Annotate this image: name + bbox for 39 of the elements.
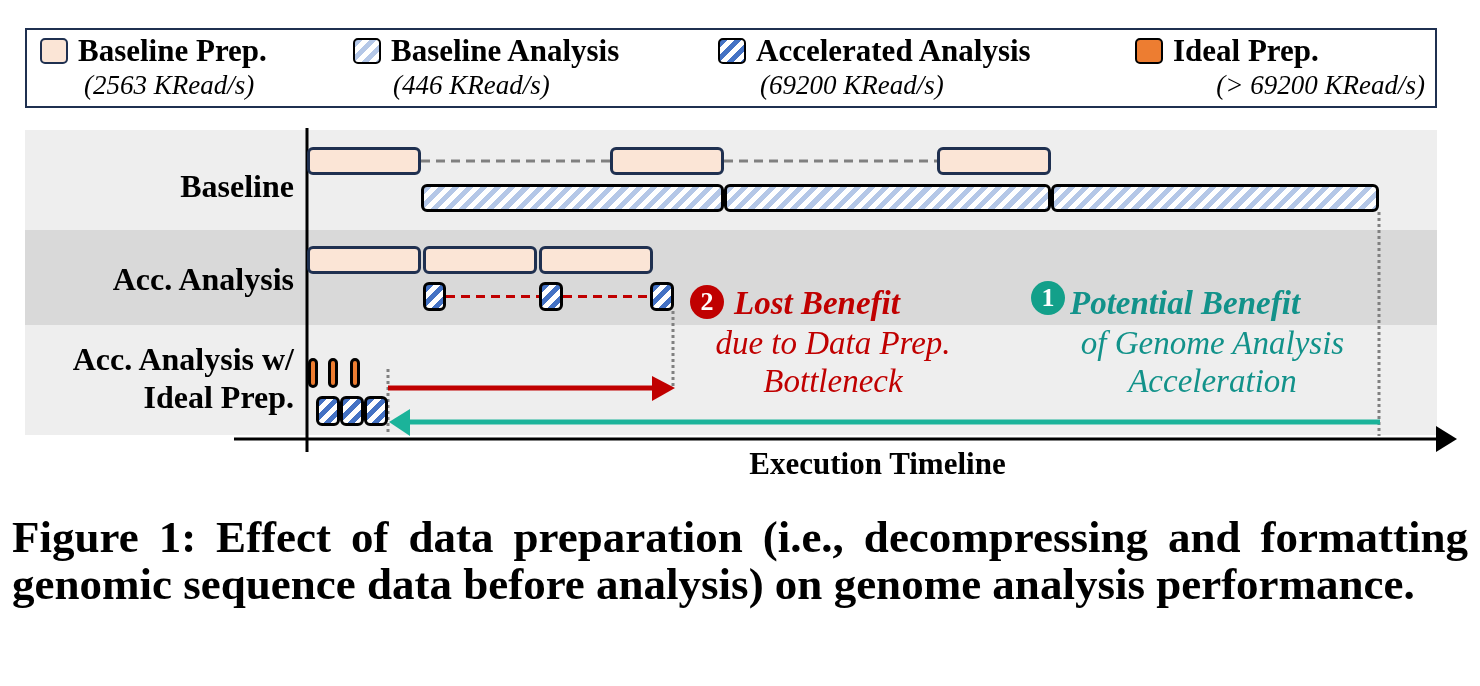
legend-label: Baseline Analysis (391, 35, 620, 66)
ideal-prep-bar (328, 358, 338, 388)
accelerated-analysis-bar (650, 282, 674, 311)
annotation-heading: Potential Benefit (1070, 287, 1302, 320)
accelerated-analysis-bar (423, 282, 446, 311)
row-label: Acc. Analysis w/ Ideal Prep. (71, 340, 294, 416)
legend-label: Accelerated Analysis (756, 35, 1031, 66)
baseline-prep-bar (539, 246, 653, 274)
throughput-note: (446 KRead/s) (393, 72, 551, 99)
annotation-text: due to Data Prep. Bottleneck (714, 324, 952, 400)
dashed-connector (563, 295, 650, 298)
accelerated-analysis-bar (539, 282, 563, 311)
baseline-prep-bar (307, 246, 421, 274)
axis-title: Execution Timeline (748, 448, 1007, 479)
legend-label: Baseline Prep. (78, 35, 267, 66)
baseline-prep-bar (307, 147, 421, 175)
annotation-text: of Genome Analysis Acceleration (1079, 324, 1346, 400)
accelerated-analysis-bar (364, 396, 388, 426)
baseline-prep-bar (423, 246, 537, 274)
figure-caption: Figure 1: Effect of data preparation (i.e., decompressing and formatting genomic sequence data before analysis) on genome analysis performance. (12, 514, 1468, 608)
accelerated-analysis-bar (316, 396, 340, 426)
baseline-analysis-bar (724, 184, 1051, 212)
ideal-prep-bar (350, 358, 360, 388)
baseline-prep-bar (610, 147, 724, 175)
throughput-note: (69200 KRead/s) (760, 72, 945, 99)
baseline-analysis-bar (1051, 184, 1379, 212)
dashed-connector (446, 295, 539, 298)
throughput-note: (2563 KRead/s) (84, 72, 256, 99)
legend-label: Ideal Prep. (1173, 35, 1319, 66)
dashed-connector (421, 159, 610, 163)
dashed-connector (724, 159, 937, 163)
annotation-heading: Lost Benefit (734, 287, 902, 320)
row-label: Baseline (179, 167, 294, 205)
row-label: Acc. Analysis (111, 260, 294, 298)
accelerated-analysis-bar (340, 396, 364, 426)
throughput-note: (> 69200 KRead/s) (1215, 72, 1425, 99)
ideal-prep-bar (308, 358, 318, 388)
baseline-analysis-bar (421, 184, 724, 212)
baseline-prep-bar (937, 147, 1051, 175)
